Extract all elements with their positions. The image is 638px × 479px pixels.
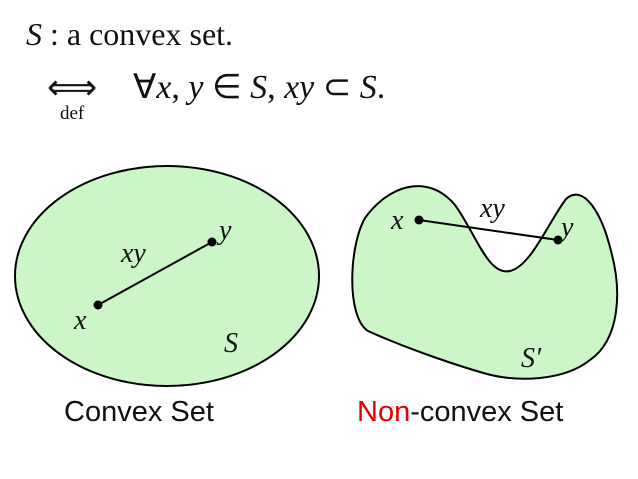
convex-segment-line <box>97 241 213 306</box>
subset-symbol: ⊂ <box>314 69 360 106</box>
nonconvex-label-y: y <box>558 212 574 243</box>
nonconvex-label-x: x <box>390 205 404 236</box>
convex-point-y <box>207 237 217 247</box>
set-end-variable: S <box>359 69 377 106</box>
nonconvex-point-x <box>414 215 424 225</box>
comma-2: , <box>267 69 285 106</box>
set-description: : a convex set. <box>42 16 234 52</box>
set-variable: S <box>250 69 268 106</box>
convex-segment-label: xy <box>120 238 146 269</box>
segment-variable: xy <box>284 69 315 106</box>
convex-set-caption: Convex Set <box>64 396 214 428</box>
forall-symbol: ∀ <box>133 69 157 106</box>
definition-line-1: S : a convex set. <box>26 18 233 50</box>
iff-arrow: ⟺ <box>47 68 98 107</box>
convex-label-x: x <box>73 305 87 336</box>
iff-subscript: def <box>60 103 85 124</box>
variable-x: x <box>156 69 172 106</box>
nonconvex-set-caption: Non-convex Set <box>357 398 563 427</box>
nonconvex-diagram: x y xy S′ <box>351 185 619 380</box>
convex-set-label: S <box>224 328 238 359</box>
period: . <box>376 69 386 106</box>
iff-definition-symbol: ⟺ def <box>45 70 119 128</box>
quantified-statement: ∀x, y ∈ S, xy ⊂ S. <box>133 71 385 105</box>
nonconvex-segment-line <box>418 219 559 241</box>
in-symbol: ∈ <box>203 69 251 106</box>
variable-y: y <box>188 69 204 106</box>
convex-set-shape <box>14 165 320 387</box>
comma-1: , <box>171 69 189 106</box>
nonconvex-caption-suffix: -convex Set <box>410 396 564 428</box>
convex-diagram: x y xy S <box>14 165 320 387</box>
convex-label-y: y <box>216 215 232 246</box>
nonconvex-set-label: S′ <box>521 343 542 374</box>
nonconvex-caption-prefix: Non <box>357 396 411 428</box>
nonconvex-segment-label: xy <box>479 193 505 224</box>
nonconvex-point-y <box>553 235 563 245</box>
convex-point-x <box>93 300 103 310</box>
set-symbol: S <box>26 16 42 52</box>
